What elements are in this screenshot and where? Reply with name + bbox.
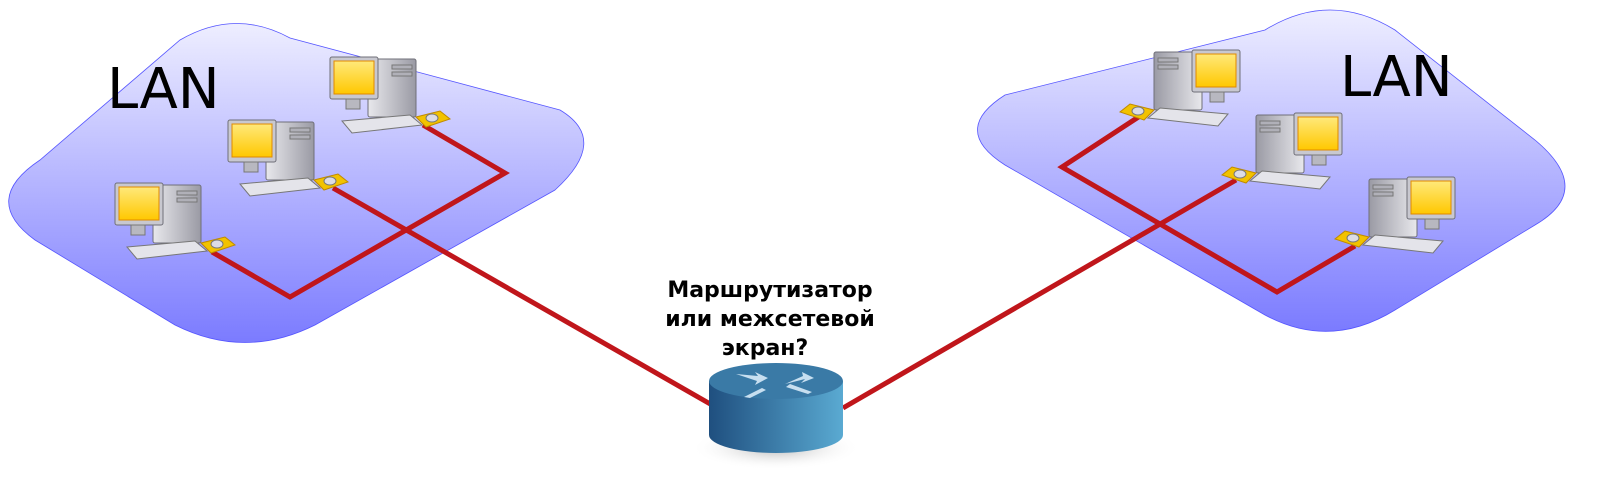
lan-label-left: LAN: [107, 57, 220, 122]
cable-left-to-router: [331, 185, 714, 408]
router-label-line: экран?: [721, 336, 809, 361]
cable-right-bus: [1057, 113, 1357, 295]
router-label-line: или межсетевой: [665, 307, 875, 332]
cable-left-bus: [210, 122, 510, 300]
router-icon: [691, 363, 861, 470]
router-label: Маршрутизатор или межсетевой экран?: [640, 276, 900, 363]
lan-label-right: LAN: [1340, 45, 1453, 110]
cables: [210, 113, 1357, 411]
router-label-line: Маршрутизатор: [667, 278, 873, 303]
cable-right-to-router: [841, 177, 1238, 411]
